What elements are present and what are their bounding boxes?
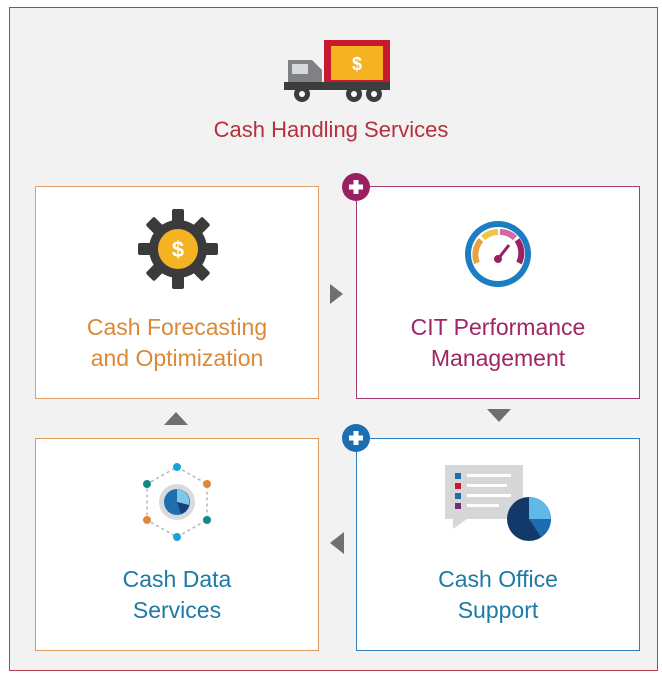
card-cash-forecasting: $ Cash Forecasting and Optimization [35, 186, 319, 399]
card-label-line2: Support [457, 597, 539, 623]
arrow-left-icon [330, 532, 344, 554]
card-label-line1: Cash Forecasting [86, 314, 268, 340]
card-label-line1: Cash Office [438, 566, 558, 592]
gear-dollar-icon: $ [138, 209, 218, 289]
card-label: Cash Data Services [36, 564, 318, 626]
card-label-line2: and Optimization [90, 345, 264, 371]
plus-icon [342, 424, 370, 452]
card-label: Cash Forecasting and Optimization [36, 312, 318, 374]
arrow-right-icon [330, 284, 343, 304]
arrow-up-icon [164, 412, 188, 425]
card-label-line2: Management [430, 345, 566, 371]
speedometer-icon [465, 221, 531, 287]
diagram-title: Cash Handling Services [213, 117, 449, 142]
card-cash-office-support: Cash Office Support [356, 438, 640, 651]
card-label: CIT Performance Management [357, 312, 639, 374]
card-cash-data-services: Cash Data Services [35, 438, 319, 651]
svg-text:$: $ [172, 237, 184, 262]
cash-truck-icon: $ [284, 40, 390, 102]
card-label-line1: Cash Data [122, 566, 232, 592]
data-network-icon [143, 463, 211, 541]
plus-icon [342, 173, 370, 201]
card-label: Cash Office Support [357, 564, 639, 626]
card-label-line1: CIT Performance [410, 314, 586, 340]
card-cit-performance: CIT Performance Management [356, 186, 640, 399]
report-pie-chart-icon [445, 465, 551, 541]
svg-text:$: $ [352, 54, 362, 74]
card-label-line2: Services [132, 597, 222, 623]
arrow-down-icon [487, 409, 511, 422]
